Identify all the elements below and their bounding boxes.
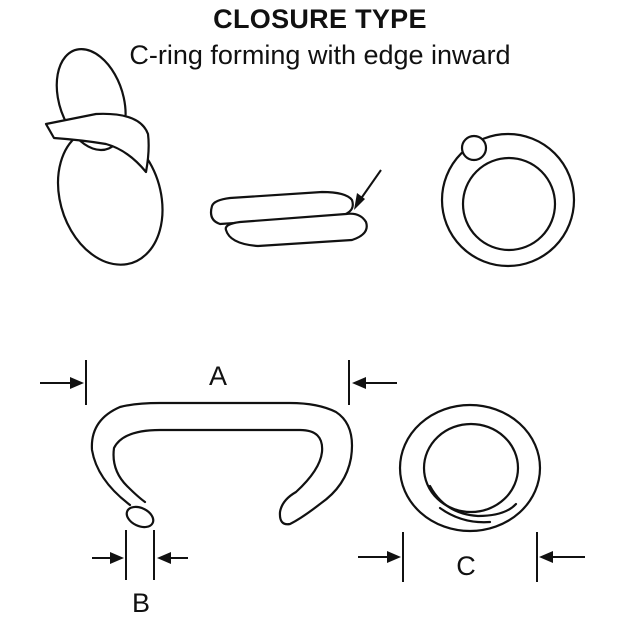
closed-ring-view: C: [358, 403, 585, 582]
open-c-ring-view: A B: [40, 360, 397, 618]
ring-front-view: [440, 132, 576, 268]
dim-b-arrow-right-head: [157, 552, 171, 564]
callout-arrow-shaft: [359, 169, 382, 201]
callout-arrow-head: [354, 193, 365, 210]
closed-ring-overlap-curve-2: [438, 506, 492, 524]
ring-side-lower-layer: [224, 212, 368, 248]
open-c-ring-shape: [90, 401, 354, 526]
dim-b-label: B: [132, 588, 150, 618]
diagram-subtitle: C-ring forming with edge inward: [129, 40, 511, 70]
closed-ring-body: [398, 403, 542, 533]
open-c-ring-cut-end: [125, 505, 155, 529]
ring-front-body: [440, 132, 576, 268]
dim-c-arrow-left-head: [387, 551, 401, 563]
diagram-title: CLOSURE TYPE: [213, 4, 427, 34]
dim-a-arrow-left-head: [70, 377, 84, 389]
dim-b-arrow-left-head: [110, 552, 124, 564]
dim-c-label: C: [456, 551, 476, 581]
dim-a-label: A: [209, 361, 227, 391]
ring-overlap-tab: [44, 112, 150, 174]
ring-side-view: [209, 169, 382, 248]
ring-perspective-view: [44, 48, 164, 266]
dim-c-arrow-right-head: [539, 551, 553, 563]
ring-front-end-circle: [460, 134, 488, 162]
dim-a-arrow-right-head: [352, 377, 366, 389]
closed-ring-overlap-curve: [428, 484, 518, 518]
